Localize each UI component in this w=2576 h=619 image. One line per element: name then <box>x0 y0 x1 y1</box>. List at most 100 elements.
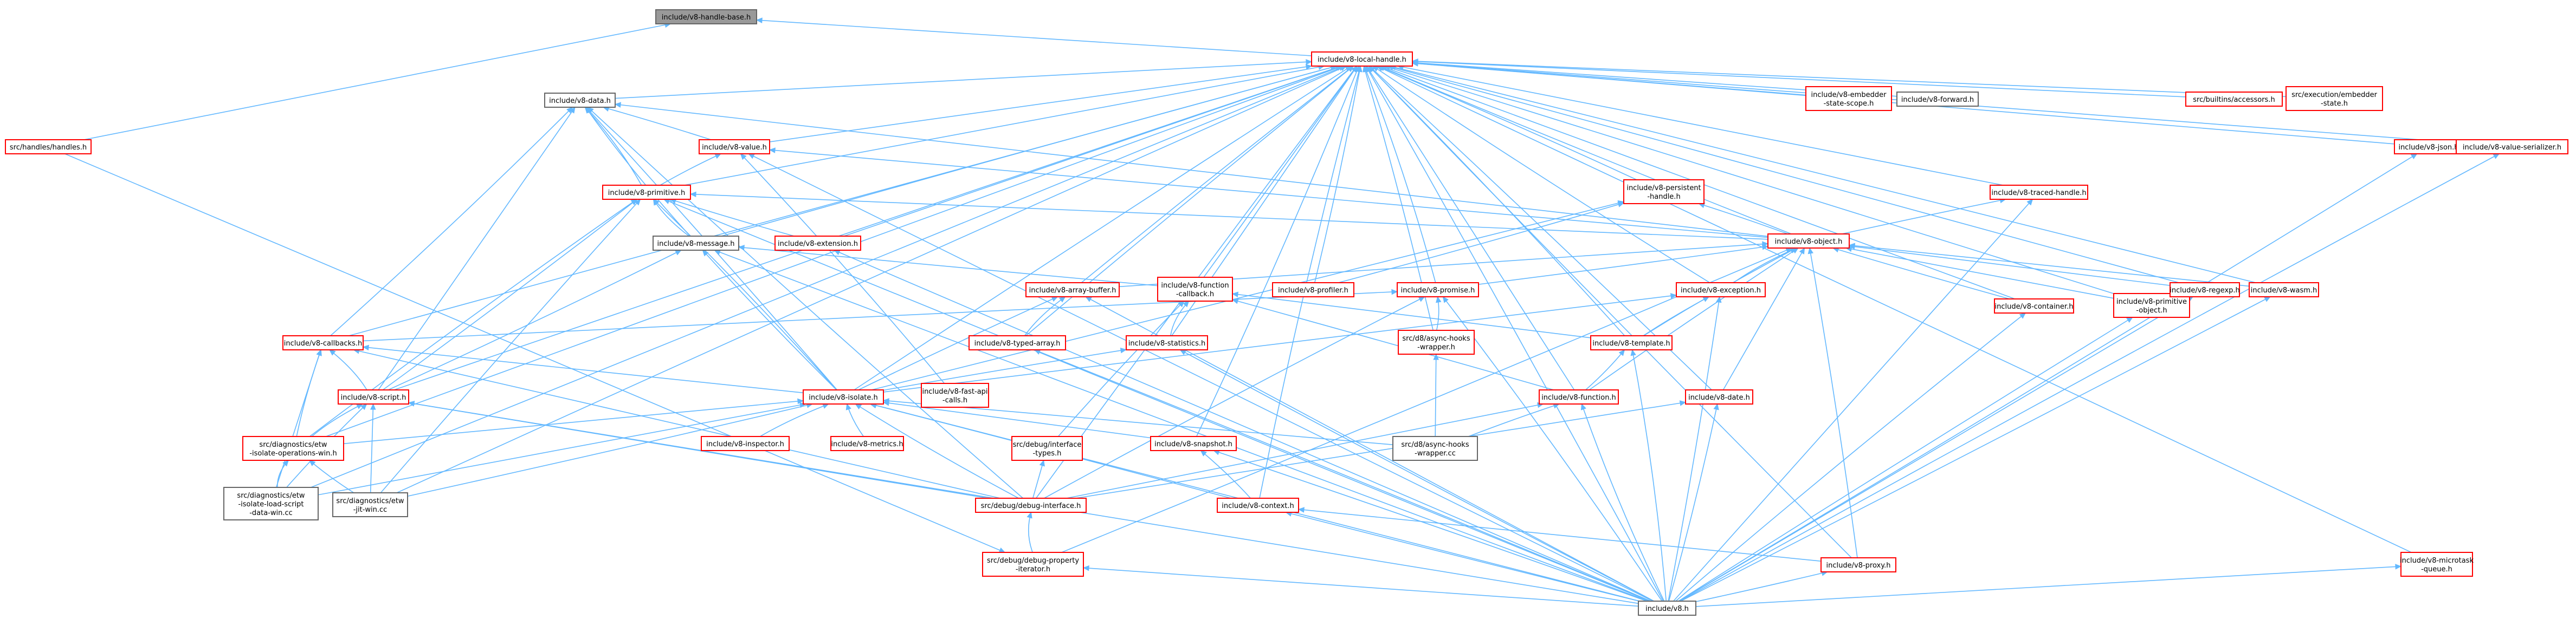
node-label: -isolate-load-script <box>238 500 304 509</box>
edge-isolate-to-statistics <box>883 348 1127 391</box>
node-etw_isolate[interactable]: src/diagnostics/etw-isolate-operations-w… <box>242 436 344 461</box>
node-snapshot[interactable]: include/v8-snapshot.h <box>1150 436 1237 451</box>
edge-function_callback-to-local_handle <box>1203 66 1358 278</box>
graph-nodes: include/v8-handle-base.hinclude/v8-local… <box>5 9 2568 616</box>
edge-debug_iface-to-debug_iface_types <box>1032 459 1045 499</box>
node-box <box>2286 86 2383 111</box>
edge-isolate-to-message <box>702 250 837 390</box>
edge-v8h-to-proxy <box>1695 570 1828 602</box>
node-value[interactable]: include/v8-value.h <box>699 139 770 154</box>
node-label: -handle.h <box>1647 193 1680 201</box>
node-label: include/v8-script.h <box>341 394 406 402</box>
node-object[interactable]: include/v8-object.h <box>1767 233 1850 249</box>
node-label: include/v8-data.h <box>549 97 611 105</box>
node-box <box>1990 185 2088 200</box>
edge-etw_jit-to-etw_isolate <box>309 460 354 493</box>
node-etw_load[interactable]: src/diagnostics/etw-isolate-load-script-… <box>223 487 319 520</box>
node-builtins_acc[interactable]: src/builtins/accessors.h <box>2185 92 2283 107</box>
edge-template-to-function_callback <box>1231 291 1591 338</box>
node-box <box>1157 277 1233 302</box>
node-label: include/v8-regexp.h <box>2170 286 2240 295</box>
node-inspector[interactable]: include/v8-inspector.h <box>701 436 790 451</box>
node-label: include/v8-inspector.h <box>706 440 784 448</box>
node-label: include/v8-json.h <box>2398 144 2458 152</box>
node-label: -state-scope.h <box>1824 100 1874 108</box>
node-label: include/v8-exception.h <box>1681 286 1761 295</box>
node-extension[interactable]: include/v8-extension.h <box>774 236 861 251</box>
node-label: include/v8-traced-handle.h <box>1991 189 2086 197</box>
node-promise[interactable]: include/v8-promise.h <box>1397 282 1479 297</box>
node-context[interactable]: include/v8-context.h <box>1217 498 1299 513</box>
node-typed_array[interactable]: include/v8-typed-array.h <box>969 335 1066 350</box>
node-microtask[interactable]: include/v8-microtask-queue.h <box>2400 552 2474 577</box>
node-callbacks[interactable]: include/v8-callbacks.h <box>282 335 364 350</box>
node-label: -queue.h <box>2421 565 2452 574</box>
node-persistent[interactable]: include/v8-persistent-handle.h <box>1623 179 1705 204</box>
edge-typed_array-to-array_buffer <box>1024 296 1066 336</box>
node-local_handle[interactable]: include/v8-local-handle.h <box>1311 51 1413 67</box>
node-box <box>1539 389 1619 405</box>
node-box <box>774 236 861 251</box>
node-label: include/v8-object.h <box>1775 238 1843 246</box>
edge-debug_prop_iter-to-debug_iface <box>1026 511 1033 553</box>
node-label: include/v8-function <box>1161 282 1229 290</box>
node-box <box>803 389 884 405</box>
node-box <box>1638 601 1696 616</box>
node-message[interactable]: include/v8-message.h <box>653 236 739 251</box>
node-box <box>1150 436 1237 451</box>
node-box <box>242 436 344 461</box>
node-json[interactable]: include/v8-json.h <box>2394 139 2463 154</box>
node-traced_handle[interactable]: include/v8-traced-handle.h <box>1990 185 2088 200</box>
edge-async_hooks_cc-to-function <box>1468 403 1560 437</box>
node-fast_api[interactable]: include/v8-fast-api-calls.h <box>921 383 989 408</box>
edge-v8h-to-snapshot <box>1213 449 1647 602</box>
node-label: -callback.h <box>1176 290 1214 298</box>
node-function[interactable]: include/v8-function.h <box>1539 389 1619 405</box>
node-date[interactable]: include/v8-date.h <box>1685 389 1753 405</box>
edge-v8h-to-traced_handle <box>1673 199 2033 602</box>
node-function_callback[interactable]: include/v8-function-callback.h <box>1157 277 1233 302</box>
node-value_serializer[interactable]: include/v8-value-serializer.h <box>2456 139 2568 154</box>
node-label: include/v8-context.h <box>1222 502 1294 510</box>
node-proxy[interactable]: include/v8-proxy.h <box>1820 557 1896 572</box>
edge-exception-to-local_handle <box>1372 66 1710 283</box>
node-metrics[interactable]: include/v8-metrics.h <box>830 436 904 451</box>
edge-v8h-to-local_handle <box>1365 65 1664 602</box>
node-primitive[interactable]: include/v8-primitive.h <box>602 185 691 200</box>
edge-etw_load-to-etw_isolate <box>277 460 289 488</box>
node-box <box>1685 389 1753 405</box>
node-box <box>830 436 904 451</box>
node-box <box>2170 282 2240 297</box>
node-template[interactable]: include/v8-template.h <box>1590 335 1673 350</box>
node-label: include/v8-promise.h <box>1401 286 1475 295</box>
node-debug_iface[interactable]: src/debug/debug-interface.h <box>975 498 1087 513</box>
node-box <box>1311 51 1413 67</box>
node-v8h[interactable]: include/v8.h <box>1638 601 1696 616</box>
node-isolate[interactable]: include/v8-isolate.h <box>803 389 884 405</box>
node-exec_embedder[interactable]: src/execution/embedder-state.h <box>2286 86 2383 111</box>
node-profiler[interactable]: include/v8-profiler.h <box>1272 282 1354 297</box>
node-array_buffer[interactable]: include/v8-array-buffer.h <box>1025 282 1120 297</box>
node-box <box>1994 298 2074 314</box>
node-script[interactable]: include/v8-script.h <box>338 389 409 405</box>
node-primitive_object[interactable]: include/v8-primitive-object.h <box>2113 293 2190 318</box>
node-debug_prop_iter[interactable]: src/debug/debug-property-iterator.h <box>982 552 1084 577</box>
node-handles[interactable]: src/handles/handles.h <box>5 139 92 154</box>
node-statistics[interactable]: include/v8-statistics.h <box>1126 335 1208 350</box>
node-forward[interactable]: include/v8-forward.h <box>1896 92 1979 107</box>
edge-async_hooks_cc-to-async_hooks_h <box>1433 353 1439 437</box>
node-regexp[interactable]: include/v8-regexp.h <box>2170 282 2240 297</box>
node-exception[interactable]: include/v8-exception.h <box>1676 282 1766 297</box>
node-etw_jit[interactable]: src/diagnostics/etw-jit-win.cc <box>332 492 408 517</box>
edge-object-to-primitive <box>689 191 1768 240</box>
node-label: -wrapper.h <box>1417 343 1455 351</box>
node-debug_iface_types[interactable]: src/debug/interface-types.h <box>1011 436 1083 461</box>
node-wasm[interactable]: include/v8-wasm.h <box>2249 282 2319 297</box>
node-async_hooks_cc[interactable]: src/d8/async-hooks-wrapper.cc <box>1392 436 1478 461</box>
node-embedder_state[interactable]: include/v8-embedder-state-scope.h <box>1805 86 1892 111</box>
node-label: include/v8-fast-api <box>922 388 987 396</box>
node-container[interactable]: include/v8-container.h <box>1994 298 2074 314</box>
node-data[interactable]: include/v8-data.h <box>544 93 616 108</box>
node-async_hooks_h[interactable]: src/d8/async-hooks-wrapper.h <box>1398 330 1475 355</box>
